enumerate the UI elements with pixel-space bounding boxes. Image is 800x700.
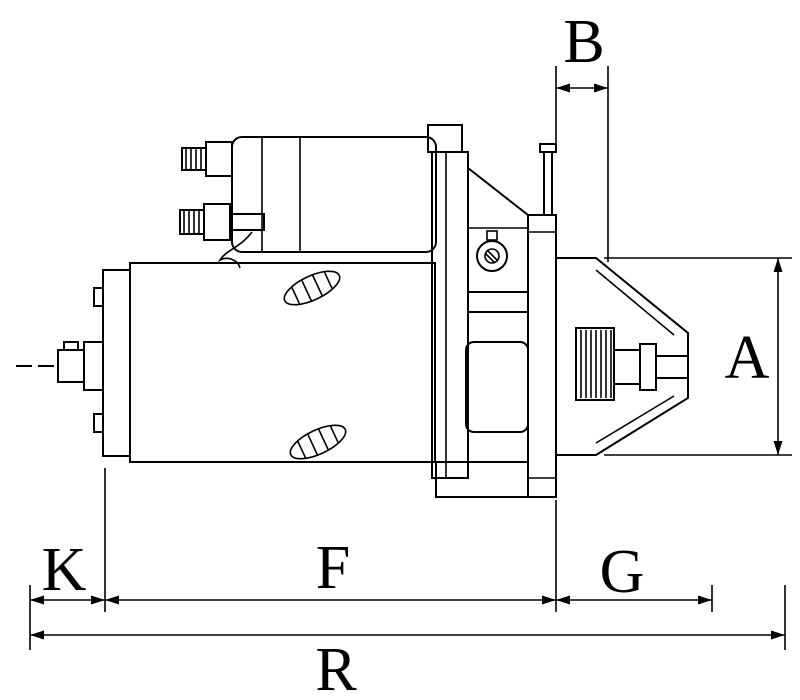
flange-group bbox=[427, 124, 557, 498]
terminal-upper-nut bbox=[205, 141, 233, 177]
terminal-lower-strap bbox=[229, 213, 265, 231]
spacer-mid-block bbox=[465, 341, 529, 433]
dim-label-a: A bbox=[725, 324, 770, 392]
dim-label-r: R bbox=[315, 636, 357, 700]
dim-b-arrowheads bbox=[556, 83, 608, 93]
dim-label-b: B bbox=[563, 8, 604, 76]
drive-housing-inner-walls bbox=[595, 269, 675, 444]
terminal-upper-threads bbox=[185, 148, 202, 170]
spacer-top-bar bbox=[467, 291, 529, 313]
drive-housing-outline bbox=[555, 257, 689, 456]
pinion-gear-teeth-hatch bbox=[580, 330, 612, 398]
terminal-lower-stud bbox=[179, 209, 205, 235]
pivot-hole-hatch bbox=[485, 249, 499, 264]
spacer-bottom-block bbox=[435, 461, 529, 498]
terminal-wire bbox=[217, 231, 253, 269]
drive-end-group bbox=[555, 257, 689, 456]
dim-b-extension-lines bbox=[555, 66, 609, 262]
end-plate bbox=[102, 269, 131, 457]
dimension-a-group: A bbox=[604, 257, 792, 456]
flange-top-block bbox=[427, 124, 463, 153]
flange-diagonal-edge bbox=[467, 167, 529, 216]
pivot-hole-outer bbox=[476, 240, 508, 272]
dimension-r-group: R bbox=[30, 630, 785, 700]
dimension-kfg-group: K F G bbox=[29, 468, 786, 650]
motor-body-group bbox=[16, 262, 436, 463]
solenoid-group bbox=[179, 136, 437, 269]
dim-label-g: G bbox=[600, 538, 645, 606]
vent-slot-lower bbox=[289, 424, 347, 460]
end-plate-bumps bbox=[93, 287, 104, 433]
pivot-hole-inner bbox=[484, 248, 500, 264]
solenoid-seams bbox=[261, 137, 301, 252]
drive-shaft-spacer bbox=[639, 343, 657, 391]
vent-slot-upper-hatch bbox=[290, 271, 334, 305]
shaft-step bbox=[63, 341, 79, 351]
mount-plate bbox=[527, 214, 557, 498]
bleed-rod bbox=[543, 151, 553, 216]
dim-label-f: F bbox=[316, 534, 350, 602]
mount-plate-lines bbox=[528, 231, 556, 479]
flange-plate bbox=[431, 151, 469, 479]
drive-shaft-collar bbox=[613, 349, 641, 385]
bleed-rod-head bbox=[539, 143, 557, 153]
dimension-b-group: B bbox=[555, 8, 609, 262]
solenoid-body bbox=[231, 136, 437, 253]
vent-slot-lower-hatch bbox=[296, 425, 340, 459]
terminal-lower-nut bbox=[203, 203, 231, 241]
shaft-block-inner bbox=[83, 341, 104, 391]
vent-slot-upper bbox=[283, 270, 341, 306]
drive-shaft-tip bbox=[655, 355, 689, 379]
pivot-stem bbox=[486, 230, 498, 241]
dim-bottom-extension-lines bbox=[29, 468, 786, 650]
shaft-block-outer bbox=[57, 349, 85, 383]
dim-label-k: K bbox=[42, 536, 87, 604]
terminal-lower-threads bbox=[183, 210, 200, 234]
motor-housing bbox=[129, 262, 436, 463]
dim-a-extension-lines bbox=[604, 257, 792, 456]
terminal-upper-stud bbox=[181, 147, 207, 171]
